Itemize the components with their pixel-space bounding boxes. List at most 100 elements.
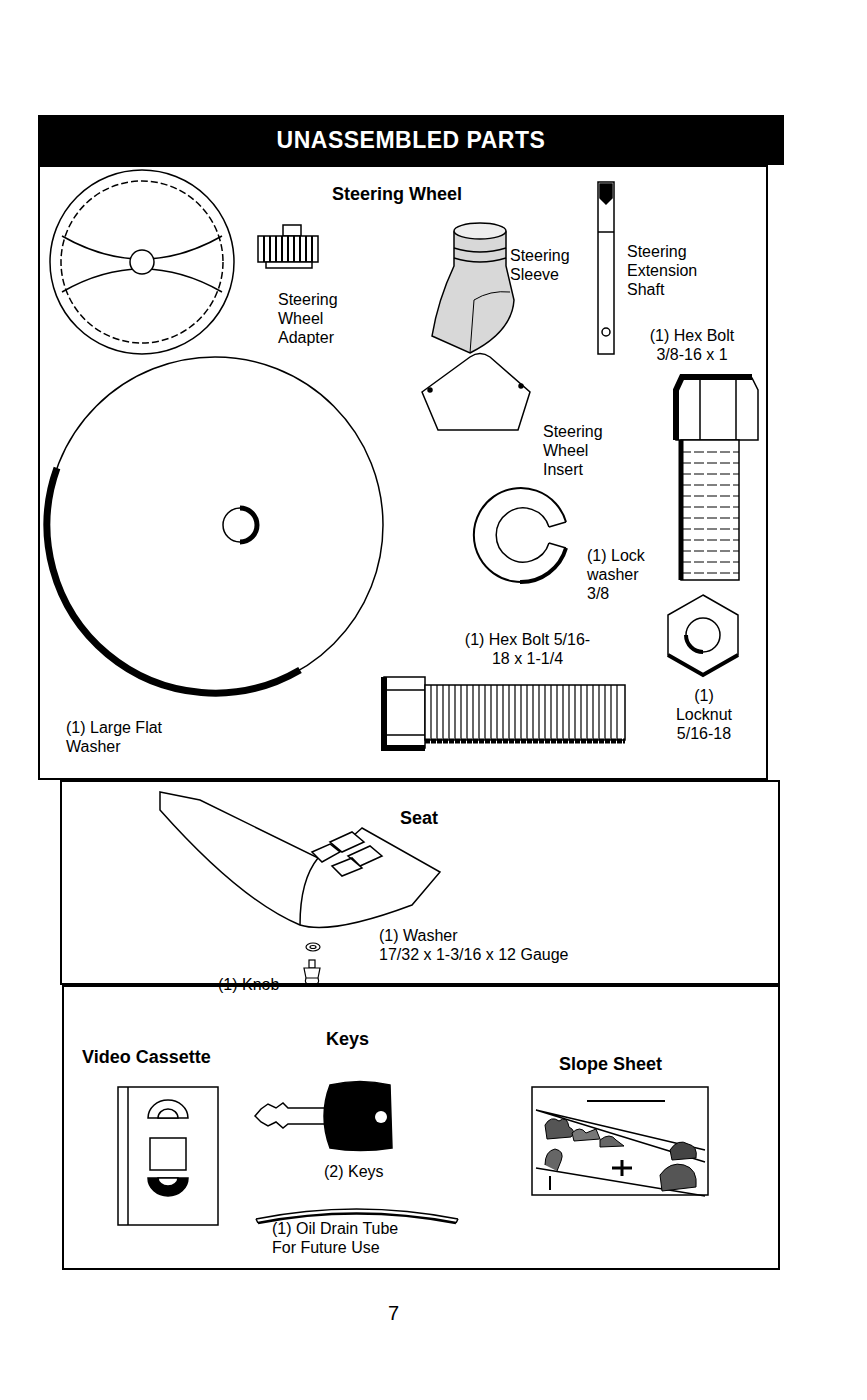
part-label: (1) Locknut 5/16-18 bbox=[666, 686, 742, 743]
adapter-drawing bbox=[264, 236, 312, 262]
parts-panel: Video Cassette KeysSlope Sheet bbox=[62, 985, 780, 1270]
sleeve-drawing bbox=[454, 248, 506, 262]
cassette-drawing bbox=[118, 1087, 218, 1225]
slope-sheet-drawing bbox=[545, 1149, 562, 1171]
seat-drawing bbox=[160, 792, 440, 928]
knob-drawing bbox=[304, 968, 320, 978]
page-number: 7 bbox=[388, 1304, 418, 1323]
steering-wheel-drawing bbox=[50, 170, 234, 354]
part-label: (1) Hex Bolt 5/16-18 x 1-1/4 bbox=[460, 630, 595, 668]
steering-wheel-drawing bbox=[130, 250, 154, 274]
cassette-drawing bbox=[148, 1100, 188, 1118]
cassette-drawing bbox=[148, 1178, 188, 1196]
sleeve-drawing bbox=[432, 232, 514, 353]
part-label: (1) Oil Drain Tube For Future Use bbox=[272, 1219, 417, 1257]
section-heading: Keys bbox=[326, 1029, 369, 1050]
cassette-drawing bbox=[158, 1109, 178, 1118]
slope-sheet-drawing bbox=[532, 1087, 708, 1195]
page-title: UNASSEMBLED PARTS bbox=[38, 115, 784, 165]
sleeve-drawing bbox=[454, 223, 506, 239]
part-label: (1) Large Flat Washer bbox=[66, 718, 191, 756]
locknut-drawing bbox=[668, 655, 738, 675]
hex-bolt-small-drawing bbox=[384, 677, 425, 748]
sleeve-drawing bbox=[432, 223, 514, 353]
knob-drawing bbox=[304, 960, 320, 984]
slope-sheet-drawing bbox=[549, 1176, 551, 1190]
part-label: (2) Keys bbox=[324, 1162, 404, 1181]
lock-washer-drawing bbox=[474, 488, 566, 582]
shaft-drawing bbox=[598, 182, 614, 354]
large-washer-drawing bbox=[223, 508, 257, 542]
shaft-drawing bbox=[598, 231, 614, 233]
lock-washer-drawing bbox=[549, 522, 566, 548]
seat-drawing bbox=[160, 792, 440, 928]
hex-bolt-large-drawing bbox=[676, 378, 758, 440]
locknut-drawing bbox=[668, 595, 738, 675]
slope-sheet-drawing bbox=[545, 1119, 574, 1139]
steering-wheel-drawing bbox=[50, 170, 234, 354]
knob-drawing bbox=[309, 960, 315, 968]
part-label: Steering Sleeve bbox=[510, 246, 582, 284]
hex-bolt-small-drawing bbox=[384, 677, 425, 748]
lock-washer-drawing bbox=[474, 488, 566, 582]
hex-bolt-small-drawing bbox=[425, 685, 625, 740]
sleeve-drawing bbox=[470, 292, 510, 353]
large-washer-drawing bbox=[240, 508, 257, 542]
hex-bolt-large-drawing bbox=[676, 377, 758, 580]
title-band bbox=[38, 115, 784, 165]
lock-washer-drawing bbox=[496, 508, 549, 562]
hex-bolt-small-drawing bbox=[431, 685, 617, 740]
steering-wheel-drawing bbox=[61, 181, 223, 343]
section-heading: Seat bbox=[400, 808, 438, 829]
small-washer-drawing bbox=[306, 943, 320, 951]
adapter-drawing bbox=[283, 225, 301, 236]
hex-bolt-large-drawing bbox=[700, 380, 736, 440]
insert-drawing bbox=[519, 384, 523, 388]
cassette-drawing bbox=[150, 1138, 186, 1170]
insert-drawing bbox=[422, 354, 530, 431]
small-washer-drawing bbox=[306, 943, 320, 951]
hex-bolt-large-drawing bbox=[681, 452, 739, 573]
cassette-drawing bbox=[118, 1087, 218, 1225]
part-label: (1) Hex Bolt 3/8-16 x 1 bbox=[636, 326, 748, 364]
title-band bbox=[38, 115, 784, 165]
section-heading: Steering Wheel bbox=[332, 184, 462, 205]
small-washer-drawing bbox=[310, 946, 316, 949]
insert-drawing bbox=[422, 354, 530, 431]
part-label: Steering Wheel Insert bbox=[543, 422, 618, 479]
lock-washer-drawing bbox=[520, 548, 566, 582]
large-washer-drawing bbox=[47, 357, 383, 693]
key-drawing bbox=[255, 1082, 392, 1151]
key-drawing bbox=[255, 1103, 325, 1128]
slope-sheet-drawing bbox=[612, 1160, 632, 1176]
hex-bolt-large-drawing bbox=[681, 440, 739, 580]
section-heading: Video Cassette bbox=[82, 1047, 211, 1068]
adapter-drawing bbox=[258, 225, 318, 268]
section-heading: Slope Sheet bbox=[559, 1054, 662, 1075]
seat-drawing bbox=[300, 858, 318, 925]
cassette-drawing bbox=[158, 1178, 178, 1186]
shaft-drawing bbox=[600, 184, 612, 204]
adapter-drawing bbox=[266, 262, 312, 268]
hex-bolt-large-drawing bbox=[679, 440, 684, 580]
locknut-drawing bbox=[668, 595, 738, 675]
adapter-drawing bbox=[258, 236, 318, 262]
insert-drawing bbox=[428, 388, 432, 392]
large-washer-drawing bbox=[47, 468, 300, 693]
part-label: (1) Lock washer 3/8 bbox=[587, 546, 659, 603]
slope-sheet-drawing bbox=[670, 1142, 696, 1160]
slope-sheet-drawing bbox=[587, 1100, 665, 1102]
hex-bolt-large-drawing bbox=[676, 377, 752, 440]
hex-bolt-small-drawing bbox=[384, 677, 625, 748]
slope-sheet-drawing bbox=[660, 1164, 696, 1191]
seat-drawing bbox=[312, 832, 382, 876]
part-label: Steering Extension Shaft bbox=[627, 242, 722, 299]
part-label: (1) Knob bbox=[218, 975, 298, 994]
part-label: Steering Wheel Adapter bbox=[278, 290, 358, 347]
slope-sheet-drawing bbox=[572, 1129, 600, 1141]
slope-sheet-drawing bbox=[532, 1087, 708, 1196]
locknut-drawing bbox=[686, 618, 720, 652]
cassette-drawing bbox=[127, 1087, 129, 1225]
